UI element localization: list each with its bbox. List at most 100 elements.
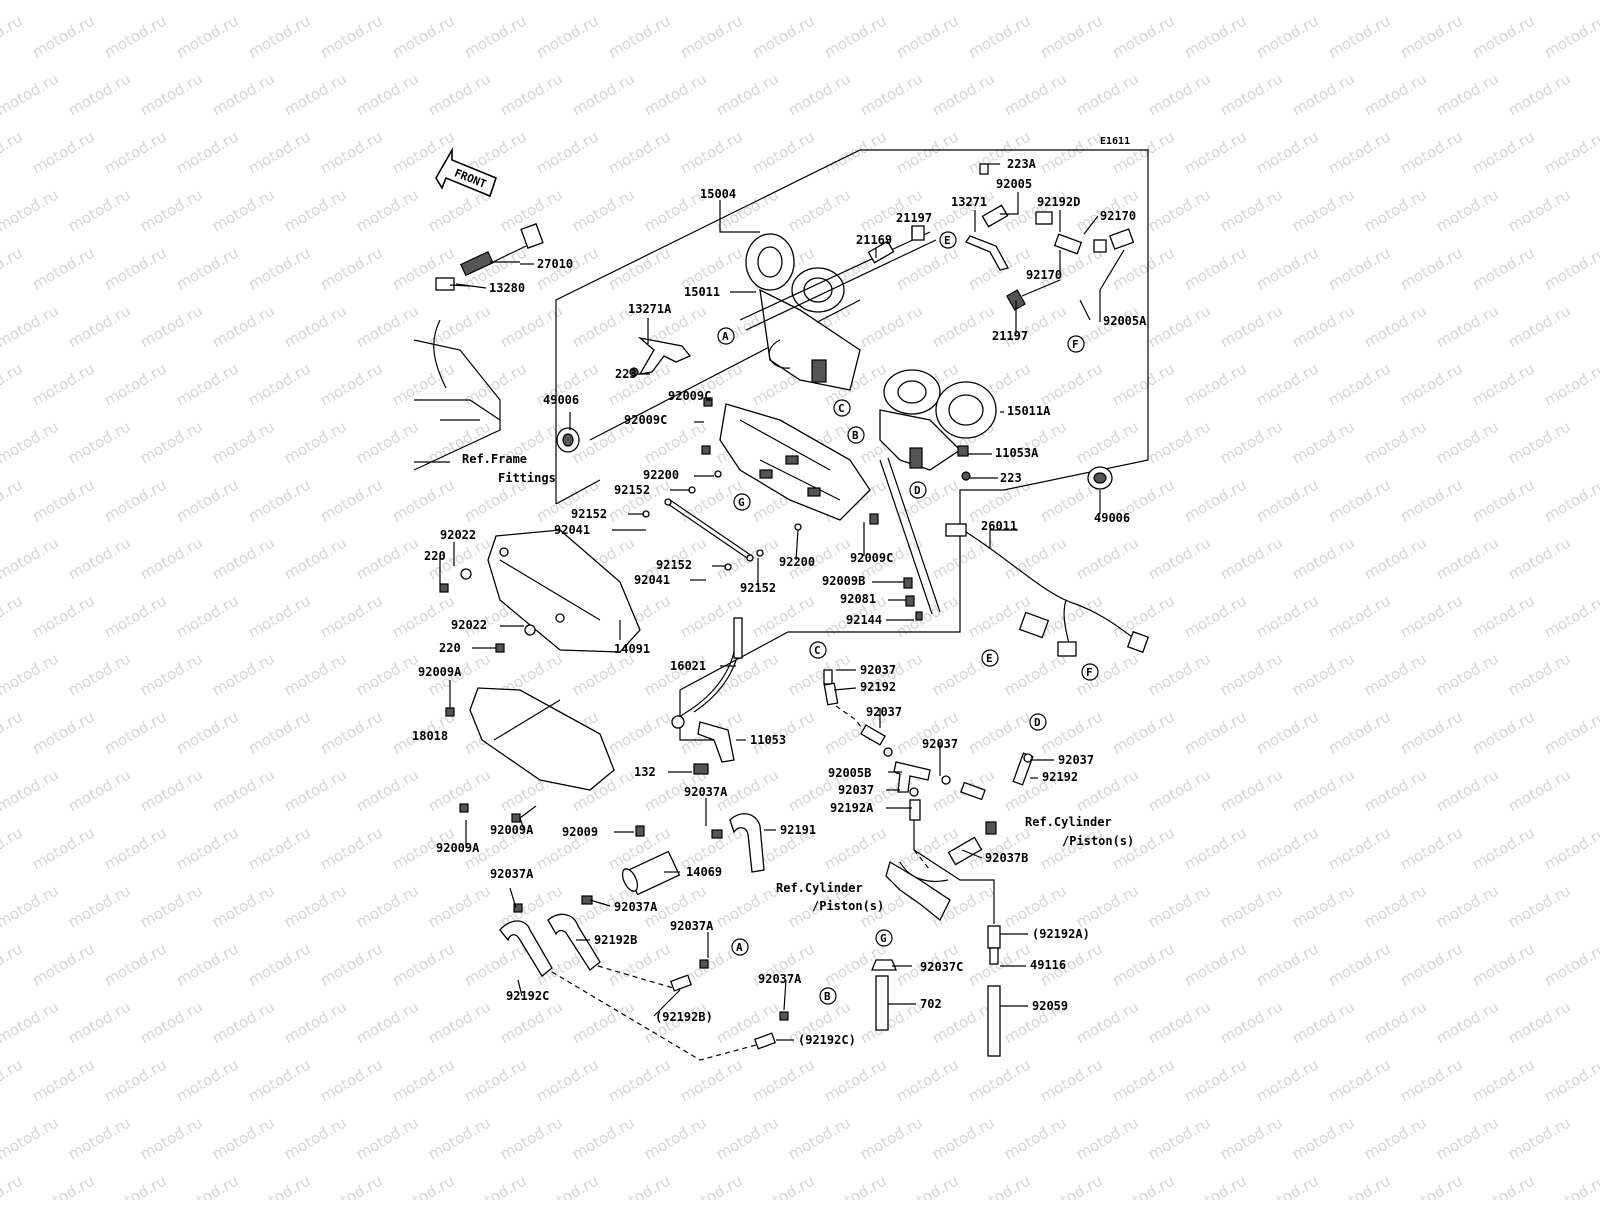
watermark-text: motod.ru bbox=[857, 69, 926, 119]
watermark-text: motod.ru bbox=[1001, 881, 1070, 931]
watermark-text: motod.ru bbox=[1181, 1055, 1250, 1105]
watermark-text: motod.ru bbox=[1541, 127, 1600, 177]
watermark-text: motod.ru bbox=[1217, 417, 1286, 467]
watermark-text: motod.ru bbox=[893, 475, 962, 525]
watermark-text: motod.ru bbox=[1433, 417, 1502, 467]
watermark-text: motod.ru bbox=[65, 997, 134, 1047]
svg-text:G: G bbox=[880, 932, 887, 945]
watermark-text: motod.ru bbox=[245, 1055, 314, 1105]
watermark-text: motod.ru bbox=[785, 1113, 854, 1163]
watermark-text: motod.ru bbox=[281, 533, 350, 583]
part-label: 92152 bbox=[656, 558, 692, 572]
part-label: 92005A bbox=[1103, 314, 1147, 328]
watermark-text: motod.ru bbox=[821, 823, 890, 873]
watermark-text: motod.ru bbox=[1109, 591, 1178, 641]
watermark-text: motod.ru bbox=[353, 69, 422, 119]
watermark-text: motod.ru bbox=[1397, 127, 1466, 177]
watermark-text: motod.ru bbox=[1469, 939, 1538, 989]
watermark-text: motod.ru bbox=[1037, 591, 1106, 641]
watermark-text: motod.ru bbox=[29, 823, 98, 873]
watermark-text: motod.ru bbox=[281, 765, 350, 815]
watermark-text: motod.ru bbox=[29, 707, 98, 757]
part-label: 26011 bbox=[981, 519, 1017, 533]
watermark-text: motod.ru bbox=[1433, 301, 1502, 351]
watermark-text: motod.ru bbox=[1325, 127, 1394, 177]
watermark-text: motod.ru bbox=[1181, 823, 1250, 873]
watermark-text: motod.ru bbox=[317, 243, 386, 293]
watermark-text: motod.ru bbox=[101, 243, 170, 293]
watermark-text: motod.ru bbox=[173, 591, 242, 641]
watermark-text: motod.ru bbox=[209, 765, 278, 815]
watermark-text: motod.ru bbox=[317, 1055, 386, 1105]
part-label: 14091 bbox=[614, 642, 650, 656]
watermark-text: motod.ru bbox=[1397, 1055, 1466, 1105]
watermark-text: motod.ru bbox=[1469, 475, 1538, 525]
svg-text:G: G bbox=[738, 496, 745, 509]
part-label: 223A bbox=[1007, 157, 1037, 171]
watermark-text: motod.ru bbox=[137, 0, 206, 3]
watermark-text: motod.ru bbox=[1253, 707, 1322, 757]
watermark-text: motod.ru bbox=[569, 997, 638, 1047]
watermark-text: motod.ru bbox=[1325, 823, 1394, 873]
watermark-text: motod.ru bbox=[1469, 243, 1538, 293]
watermark-text: motod.ru bbox=[209, 1113, 278, 1163]
watermark-text: motod.ru bbox=[461, 939, 530, 989]
watermark-text: motod.ru bbox=[1541, 823, 1600, 873]
watermark-text: motod.ru bbox=[245, 1171, 314, 1200]
watermark-text: motod.ru bbox=[1181, 127, 1250, 177]
cylinder-reference-sketch bbox=[885, 861, 951, 922]
part-label: 92041 bbox=[634, 573, 670, 587]
part-label: 92081 bbox=[840, 592, 876, 606]
watermark-text: motod.ru bbox=[497, 0, 566, 3]
watermark-text: motod.ru bbox=[533, 1171, 602, 1200]
reference-notes: Ref.Frame Fittings Ref.Cylinder /Piston(… bbox=[462, 452, 1134, 913]
watermark-text: motod.ru bbox=[857, 1113, 926, 1163]
watermark-text: motod.ru bbox=[749, 127, 818, 177]
part-label: 92009B bbox=[822, 574, 865, 588]
watermark-text: motod.ru bbox=[1073, 997, 1142, 1047]
part-label: 92192C bbox=[506, 989, 549, 1003]
watermark-text: motod.ru bbox=[317, 127, 386, 177]
leader-lines bbox=[439, 163, 1125, 1041]
watermark-text: motod.ru bbox=[137, 301, 206, 351]
watermark-text: motod.ru bbox=[821, 1171, 890, 1200]
watermark-text: motod.ru bbox=[425, 765, 494, 815]
watermark-text: motod.ru bbox=[1505, 997, 1574, 1047]
watermark-text: motod.ru bbox=[1361, 69, 1430, 119]
part-label: 92009A bbox=[436, 841, 480, 855]
watermark-text: motod.ru bbox=[641, 69, 710, 119]
watermark-text: motod.ru bbox=[1073, 1113, 1142, 1163]
watermark-text: motod.ru bbox=[1217, 1113, 1286, 1163]
watermark-text: motod.ru bbox=[1325, 707, 1394, 757]
part-label: 13271 bbox=[951, 195, 987, 209]
watermark-text: motod.ru bbox=[1433, 997, 1502, 1047]
watermark-text: motod.ru bbox=[317, 707, 386, 757]
watermark-text: motod.ru bbox=[1109, 823, 1178, 873]
watermark-text: motod.ru bbox=[1433, 649, 1502, 699]
part-label: 11053A bbox=[995, 446, 1039, 460]
watermark-text: motod.ru bbox=[1145, 301, 1214, 351]
watermark-text: motod.ru bbox=[245, 823, 314, 873]
watermark-text: motod.ru bbox=[317, 475, 386, 525]
watermark-text: motod.ru bbox=[569, 185, 638, 235]
watermark-text: motod.ru bbox=[0, 533, 62, 583]
part-label: 220 bbox=[424, 549, 446, 563]
callouts: A A B B C C D D E E F F G G bbox=[717, 231, 1099, 1005]
watermark-text: motod.ru bbox=[317, 823, 386, 873]
watermark-text: motod.ru bbox=[0, 881, 62, 931]
watermark-text: motod.ru bbox=[1397, 475, 1466, 525]
watermark-text: motod.ru bbox=[1289, 533, 1358, 583]
watermark-text: motod.ru bbox=[29, 359, 98, 409]
watermark-text: motod.ru bbox=[0, 1171, 26, 1200]
watermark-text: motod.ru bbox=[65, 649, 134, 699]
part-label: 92059 bbox=[1032, 999, 1068, 1013]
cover-18018 bbox=[445, 687, 615, 823]
leader-line bbox=[783, 979, 787, 1011]
watermark-text: motod.ru bbox=[1505, 881, 1574, 931]
watermark-text: motod.ru bbox=[1181, 11, 1250, 61]
callout-b: B bbox=[819, 987, 837, 1005]
watermark-text: motod.ru bbox=[1073, 881, 1142, 931]
watermark-text: motod.ru bbox=[65, 417, 134, 467]
watermark-text: motod.ru bbox=[65, 0, 134, 3]
